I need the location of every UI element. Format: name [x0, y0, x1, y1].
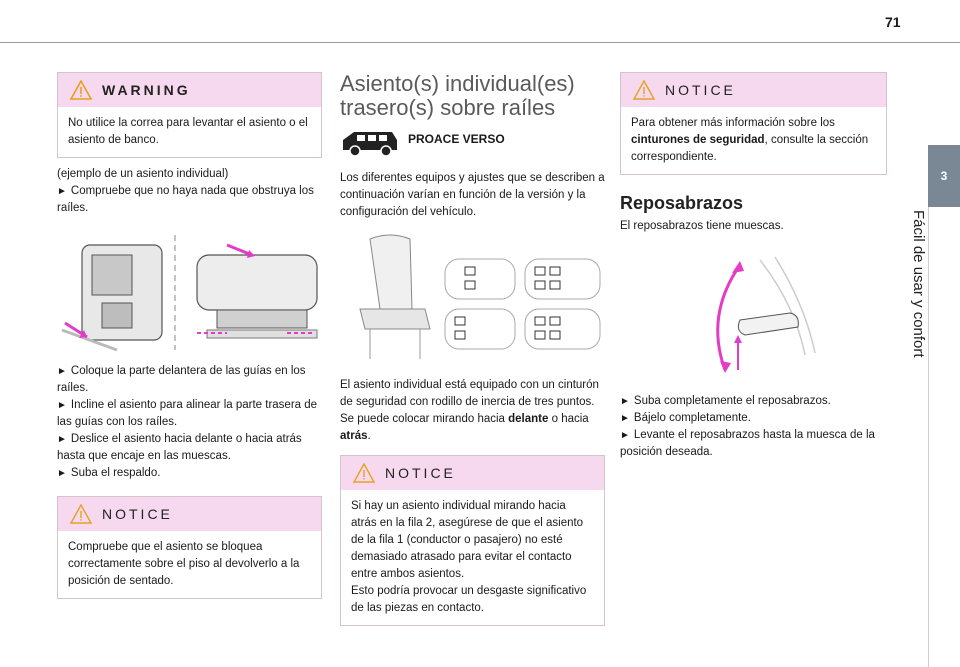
warning-title: WARNING: [102, 82, 191, 98]
van-icon: [343, 132, 397, 157]
arrow-right-icon: ►: [57, 434, 67, 445]
notice-header: NOTICE: [341, 456, 604, 490]
notice-text: Compruebe que el asiento se bloquea corr…: [68, 541, 300, 587]
step-text: Coloque la parte delantera de las guías …: [57, 365, 306, 394]
notice-triangle-icon: [70, 504, 92, 524]
step-item: ►Suba completamente el reposabrazos.: [620, 393, 887, 410]
notice-title: NOTICE: [665, 82, 736, 98]
notice-header: NOTICE: [621, 73, 886, 107]
facing-text: Se puede colocar mirando hacia delante o…: [340, 411, 605, 445]
header-rule: [0, 42, 960, 43]
notice-text: Esto podría provocar un desgaste signifi…: [351, 585, 587, 614]
step-text: Suba completamente el reposabrazos.: [633, 395, 831, 407]
column-2: Asiento(s) individual(es) trasero(s) sob…: [340, 72, 605, 634]
section-heading: Asiento(s) individual(es) trasero(s) sob…: [340, 71, 575, 120]
facing-back: atrás: [340, 430, 368, 442]
notice-text-suffix: , consulte la sección correspondiente.: [631, 134, 869, 163]
arrow-right-icon: ►: [57, 400, 67, 411]
step-item: ►Deslice el asiento hacia delante o haci…: [57, 431, 322, 465]
warning-header: WARNING: [58, 73, 321, 107]
notice-body: Si hay un asiento individual mirando hac…: [341, 490, 604, 625]
notice-title: NOTICE: [385, 465, 456, 481]
arrow-right-icon: ►: [620, 413, 630, 424]
step-item: ►Incline el asiento para alinear la part…: [57, 397, 322, 431]
page-number: 71: [885, 14, 901, 30]
warning-box: WARNING No utilice la correa para levant…: [57, 72, 322, 158]
intro-text: El reposabrazos tiene muescas.: [620, 220, 784, 232]
notice-text: Para obtener más información sobre los c…: [621, 107, 886, 174]
step-text: Deslice el asiento hacia delante o hacia…: [57, 433, 302, 462]
seat-rails-illustration: [61, 235, 318, 352]
example-note: (ejemplo de un asiento individual): [57, 168, 229, 180]
column-1: WARNING No utilice la correa para levant…: [57, 72, 322, 607]
belt-text: El asiento individual está equipado con …: [340, 379, 599, 408]
section-heading: Reposabrazos: [620, 193, 744, 213]
column-3: NOTICE Para obtener más información sobr…: [620, 72, 887, 461]
warning-text: No utilice la correa para levantar el as…: [68, 117, 308, 146]
facing-front: delante: [508, 413, 549, 425]
seat-layout-illustration: [359, 234, 601, 359]
arrow-right-icon: ►: [57, 468, 67, 479]
step-item: ►Coloque la parte delantera de las guías…: [57, 363, 322, 397]
step-text: Bájelo completamente.: [633, 412, 751, 424]
step-text: Incline el asiento para alinear la parte…: [57, 399, 318, 428]
notice-header: NOTICE: [58, 497, 321, 531]
arrow-right-icon: ►: [57, 186, 67, 197]
intro-text: Los diferentes equipos y ajustes que se …: [340, 172, 605, 218]
chapter-rule: [928, 207, 929, 667]
step-text: Compruebe que no haya nada que obstruya …: [57, 185, 314, 214]
step-item: ►Levante el reposabrazos hasta la muesca…: [620, 427, 887, 461]
notice-triangle-icon: [353, 463, 375, 483]
facing-prefix: Se puede colocar mirando hacia: [340, 413, 509, 425]
facing-end: .: [367, 430, 371, 442]
chapter-tab[interactable]: 3: [928, 145, 960, 207]
step-item: ►Compruebe que no haya nada que obstruya…: [57, 183, 322, 217]
model-row: PROACE VERSO: [340, 128, 605, 158]
step-text: Levante el reposabrazos hasta la muesca …: [620, 429, 875, 458]
chapter-title: Fácil de usar y confort: [910, 210, 927, 358]
arrow-right-icon: ►: [620, 430, 630, 441]
arrow-right-icon: ►: [57, 366, 67, 377]
notice-text-link[interactable]: cinturones de seguridad: [631, 134, 765, 146]
step-item: ►Bájelo completamente.: [620, 410, 887, 427]
model-name: PROACE VERSO: [408, 132, 505, 146]
armrest-illustration: [716, 256, 816, 373]
notice-box: NOTICE Compruebe que el asiento se bloqu…: [57, 496, 322, 599]
notice-text: Si hay un asiento individual mirando hac…: [351, 500, 584, 580]
notice-box: NOTICE Si hay un asiento individual mira…: [340, 455, 605, 626]
warning-triangle-icon: [70, 80, 92, 100]
arrow-right-icon: ►: [620, 396, 630, 407]
facing-or: o hacia: [548, 413, 589, 425]
step-item: ►Suba el respaldo.: [57, 465, 322, 482]
notice-box: NOTICE Para obtener más información sobr…: [620, 72, 887, 175]
notice-title: NOTICE: [102, 506, 173, 522]
step-text: Suba el respaldo.: [70, 467, 161, 479]
notice-text-prefix: Para obtener más información sobre los: [631, 117, 835, 129]
notice-triangle-icon: [633, 80, 655, 100]
